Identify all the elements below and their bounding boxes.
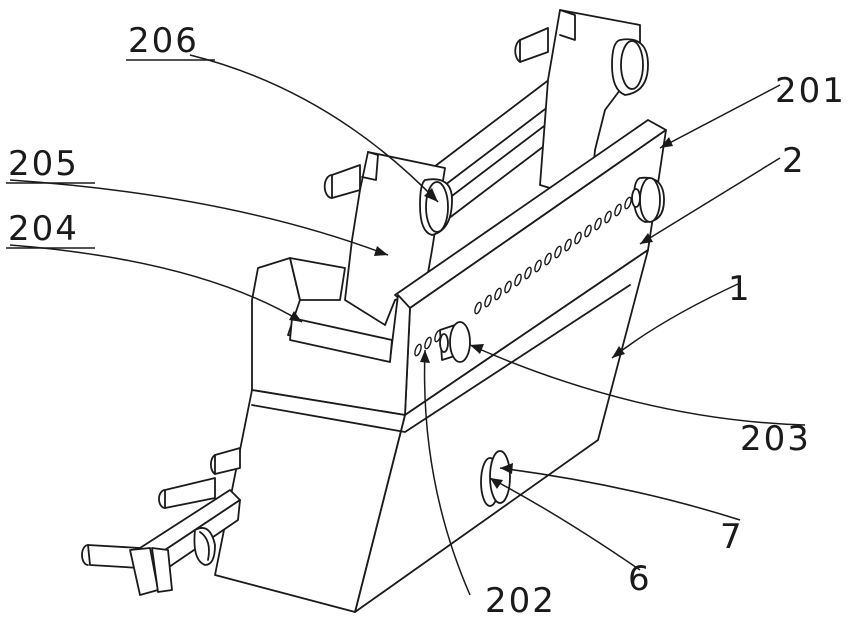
label-201: 201 [775,71,846,111]
label-6: 6 [628,559,652,599]
label-7: 7 [720,517,744,557]
label-1: 1 [728,269,752,309]
label-202-text: 202 [485,581,556,621]
adjusting-knob-203 [439,321,471,363]
label-203: 203 [740,419,811,459]
label-2: 2 [782,141,806,181]
rear-upright [539,9,649,201]
label-204: 204 [6,209,95,249]
label-206: 206 [126,21,215,61]
main-body-1 [214,249,649,613]
leader-lines [9,54,806,596]
label-202: 202 [485,581,556,621]
side-wheel-6-7 [480,450,511,507]
label-1-text: 1 [728,269,752,309]
label-6-text: 6 [628,559,652,599]
label-205-text: 205 [8,144,79,184]
label-206-text: 206 [128,21,199,61]
label-201-text: 201 [775,71,846,111]
slot-row-202 [414,196,632,357]
label-204-text: 204 [8,209,79,249]
label-203-text: 203 [740,419,811,459]
lower-linkage [81,447,241,596]
far-knob [631,176,665,223]
label-205: 205 [6,144,95,184]
label-2-text: 2 [782,141,806,181]
label-7-text: 7 [720,517,744,557]
